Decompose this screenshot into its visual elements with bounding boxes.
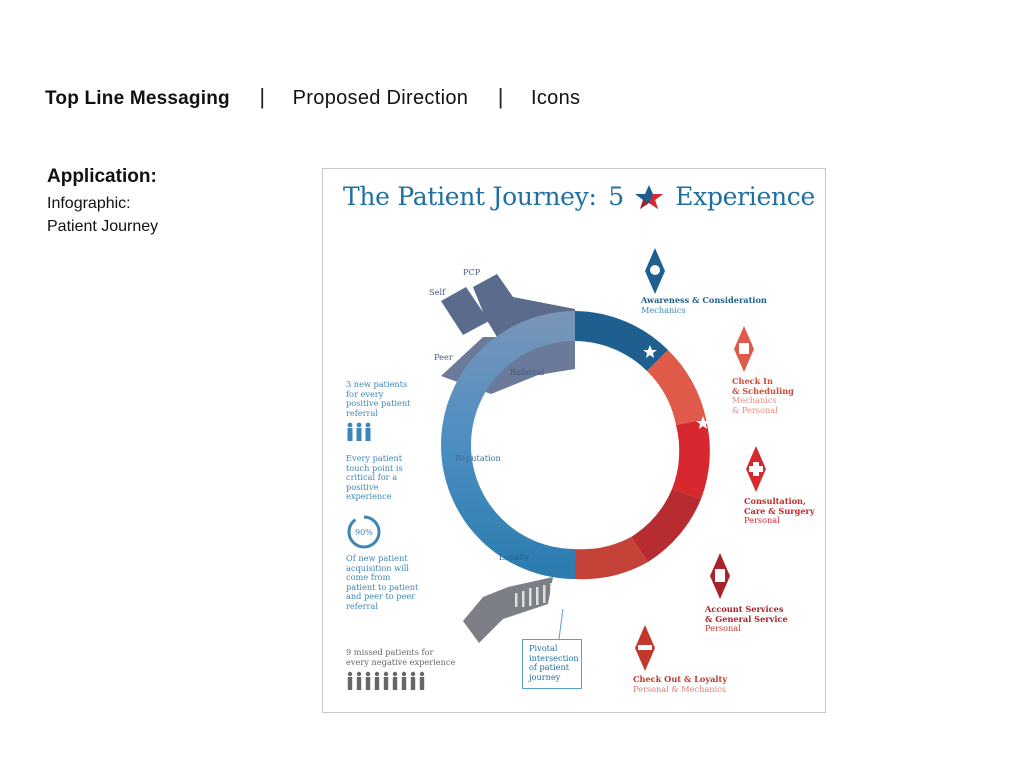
label-referral: Referral <box>510 367 545 377</box>
journey-diagram <box>347 248 766 671</box>
label-self: Self <box>429 287 446 297</box>
title-main: The Patient Journey: <box>343 182 597 211</box>
ring-stars <box>566 345 712 614</box>
star-icon <box>698 503 712 516</box>
pivotal-intersection-callout: Pivotal intersection of patient journey <box>522 639 582 689</box>
stage-account-services: Account Services & General Service Perso… <box>705 604 788 634</box>
awareness-icon-group <box>645 248 665 294</box>
stage-awareness: Awareness & Consideration Mechanics <box>641 295 767 315</box>
ring-awareness-segment <box>575 311 668 371</box>
header-top-line-messaging: Top Line Messaging <box>45 88 230 109</box>
ring-blue-half <box>441 311 575 579</box>
star-icon <box>643 345 657 358</box>
nine-people-icon <box>347 671 425 690</box>
label-peer: Peer <box>434 352 453 362</box>
label-pcp: PCP <box>463 267 481 277</box>
application-label: Application: <box>47 166 157 187</box>
self-channel <box>441 287 489 335</box>
title-end: Experience <box>675 182 815 211</box>
application-type: Infographic: <box>47 195 131 212</box>
star-logo-icon <box>634 185 663 209</box>
stat-missed-patients: 9 missed patients for every negative exp… <box>346 647 456 667</box>
ring-checkout-segment <box>575 537 648 580</box>
ring-consultation-segment <box>672 419 710 499</box>
header-separator: | <box>259 84 266 109</box>
lost-patients-channel <box>463 577 553 643</box>
title-number: 5 <box>608 182 624 211</box>
page-header: Top Line Messaging | Proposed Direction … <box>45 84 580 110</box>
stage-check-in: Check In & Scheduling Mechanics & Person… <box>732 376 794 415</box>
stage-check-out: Check Out & Loyalty Personal & Mechanics <box>633 674 728 694</box>
application-description: Application: Infographic: Patient Journe… <box>47 166 158 238</box>
account-icon-group <box>710 553 730 599</box>
three-people-icon <box>347 422 371 441</box>
stage-consultation: Consultation, Care & Surgery Personal <box>744 496 815 526</box>
stat-new-patients: 3 new patients for every positive patien… <box>346 379 411 418</box>
header-separator: | <box>497 84 504 109</box>
star-icon <box>696 416 710 429</box>
application-name: Patient Journey <box>47 218 159 235</box>
label-loyalty: Loyalty <box>499 552 530 562</box>
pivot-pointer <box>558 608 564 640</box>
star-icon <box>649 573 663 586</box>
ring-checkin-segment <box>647 350 706 425</box>
checkin-icon-group <box>734 326 754 372</box>
header-proposed-direction: Proposed Direction <box>292 87 469 109</box>
percent-label: 90% <box>355 528 373 537</box>
infographic-title: The Patient Journey: 5 Experience <box>343 182 815 211</box>
patient-journey-infographic: The Patient Journey: 5 Experience <box>322 168 826 713</box>
pivot-stripes <box>515 583 553 607</box>
label-reputation: Reputation <box>455 453 501 463</box>
consultation-icon-group <box>746 446 766 492</box>
stat-touch-point: Every patient touch point is critical fo… <box>346 453 403 502</box>
ring-account-segment <box>631 489 701 562</box>
stat-acquisition: Of new patient acquisition will come fro… <box>346 553 419 611</box>
checkout-icon-group <box>635 625 655 671</box>
ninety-percent-ring <box>347 515 381 549</box>
header-icons: Icons <box>531 87 581 109</box>
star-icon <box>566 601 580 614</box>
